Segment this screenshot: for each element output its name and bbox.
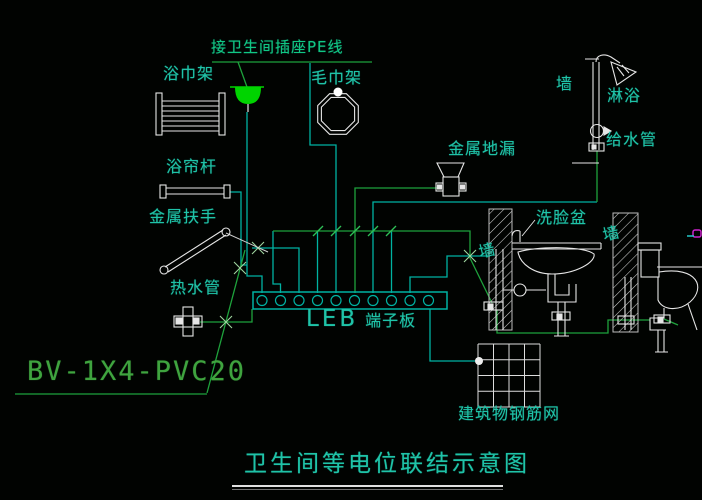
page-title: 卫生间等电位联结示意图 (244, 451, 530, 477)
towel-ring-icon (317, 87, 359, 135)
label-towel-ring: 毛巾架 (311, 68, 363, 87)
label-shower-curtain-rod: 浴帘杆 (166, 157, 218, 176)
label-pe-socket: 接卫生间插座PE线 (211, 38, 344, 56)
label-metal-handrail: 金属扶手 (149, 207, 218, 226)
title-underline (232, 485, 503, 490)
shower-icon (572, 54, 638, 164)
wall-hatch-basin (488, 208, 513, 331)
label-wall-shower: 墙 (556, 74, 574, 93)
label-metal-floor-drain: 金属地漏 (448, 139, 517, 158)
toilet-icon (617, 242, 702, 353)
handrail-icon (159, 227, 231, 275)
curtain-rod-icon (159, 184, 231, 199)
label-rebar-mesh: 建筑物钢筋网 (458, 404, 561, 423)
handrail-leader-line (225, 232, 269, 253)
label-shower: 淋浴 (607, 86, 642, 105)
label-bath-towel-rack: 浴巾架 (163, 64, 215, 83)
label-wire-spec: BV-1X4-PVC20 (27, 356, 247, 387)
hot-water-pipe-icon (173, 306, 203, 337)
label-water-supply-pipe: 给水管 (606, 130, 658, 149)
label-leb-latin: LEB (306, 306, 359, 332)
wash-basin-icon (483, 219, 602, 337)
floor-drain-icon (435, 162, 467, 197)
pe-socket-icon (230, 86, 264, 112)
leb-terminal-board (252, 291, 448, 310)
bath-towel-rack-icon (155, 92, 226, 136)
crossing-ticks (312, 225, 397, 237)
label-wash-basin: 洗脸盆 (536, 208, 588, 227)
bonding-wires-green (15, 61, 679, 395)
cursor-blip (687, 229, 702, 238)
bonding-wires-teal (230, 63, 597, 362)
label-hot-water-pipe: 热水管 (170, 278, 222, 297)
rebar-mesh-icon (475, 343, 541, 408)
label-leb-cn: 端子板 (365, 310, 417, 330)
label-leb-board: LEB 端子板 (306, 306, 417, 332)
